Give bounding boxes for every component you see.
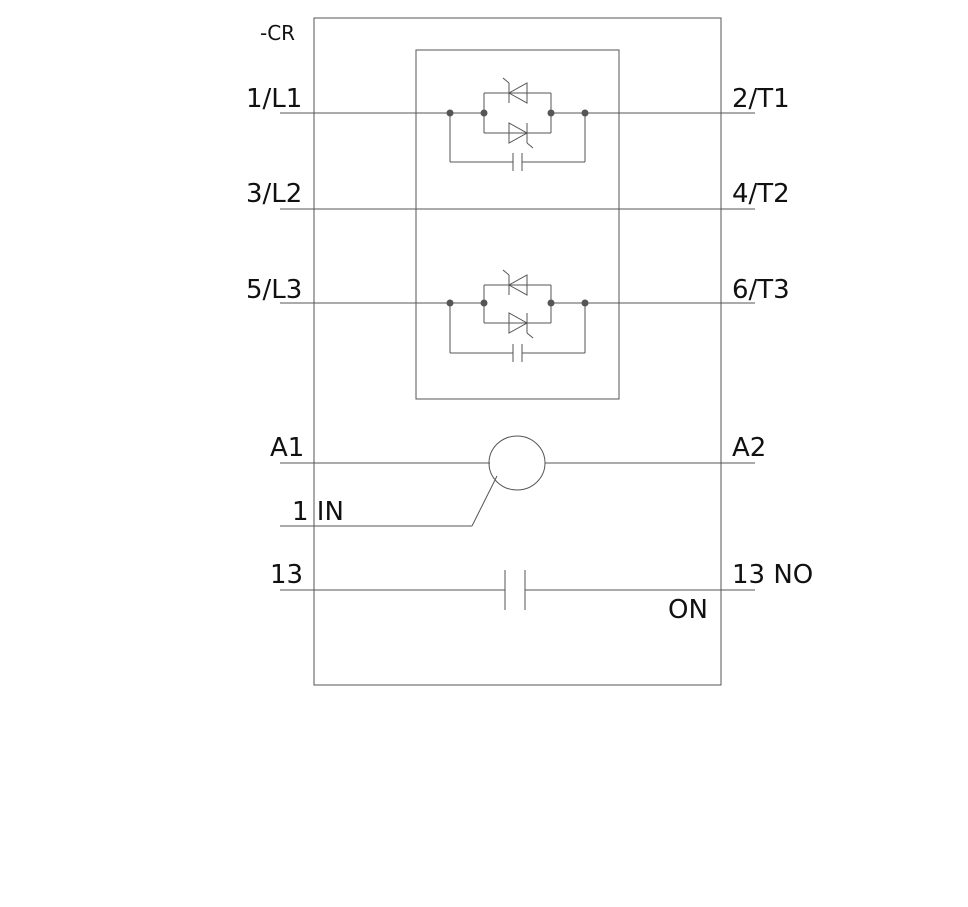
terminal-aux-out: 13 NO: [732, 560, 813, 590]
bypass-capacitor-icon: [449, 303, 586, 362]
terminal-input: 1 IN: [292, 497, 344, 527]
device-tag: -CR: [260, 21, 295, 45]
bypass-capacitor-icon: [449, 113, 586, 171]
contact-state-label: ON: [668, 595, 708, 625]
terminal-l2: 3/L2: [246, 179, 302, 209]
terminal-l1: 1/L1: [246, 84, 302, 114]
thyristor-pair-icon: [450, 269, 585, 339]
device-enclosure: [313, 17, 722, 686]
terminal-t2: 4/T2: [732, 179, 790, 209]
terminal-t3: 6/T3: [732, 275, 790, 305]
terminal-a2: A2: [732, 433, 766, 463]
normally-open-contact-icon: [504, 570, 526, 610]
power-module-box: [415, 49, 620, 400]
thyristor-pair-icon: [450, 77, 585, 149]
terminal-t1: 2/T1: [732, 84, 790, 114]
terminal-a1: A1: [270, 433, 304, 463]
control-coil-icon: [488, 435, 546, 491]
terminal-aux-in: 13: [270, 560, 303, 590]
input-line-link: [471, 475, 498, 527]
terminal-l3: 5/L3: [246, 275, 302, 305]
